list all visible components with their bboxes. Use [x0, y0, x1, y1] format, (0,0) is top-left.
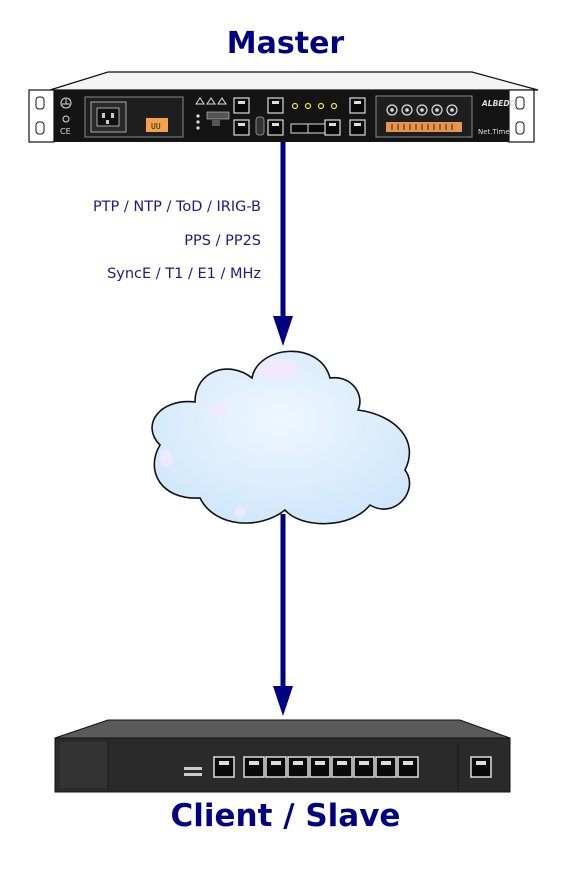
- ce-mark-icon: CE: [60, 127, 71, 136]
- bnc-connector-icon: [386, 104, 458, 116]
- signal-label-pulse: PPS / PP2S: [184, 233, 261, 249]
- client-switch-device: [54, 719, 511, 793]
- rj45-port-icon: [233, 97, 250, 136]
- signal-label-frequency: SyncE / T1 / E1 / MHz: [107, 266, 261, 282]
- device-model: Net.Time: [478, 128, 510, 136]
- led-icon: [62, 115, 70, 123]
- ground-icon: [60, 97, 72, 109]
- uplink-arrow: [273, 514, 293, 716]
- device-brand: ALBEDO: [481, 99, 517, 108]
- signal-label-timing-protocols: PTP / NTP / ToD / IRIG-B: [92, 199, 261, 215]
- psu-label: UU: [151, 122, 161, 131]
- cloud-icon: [151, 350, 411, 525]
- client-slave-title: Client / Slave: [170, 798, 401, 834]
- master-title: Master: [226, 26, 345, 61]
- master-device: CE UU: [28, 71, 539, 143]
- downlink-arrow: [273, 142, 293, 346]
- rj45-port-icon: [213, 756, 235, 778]
